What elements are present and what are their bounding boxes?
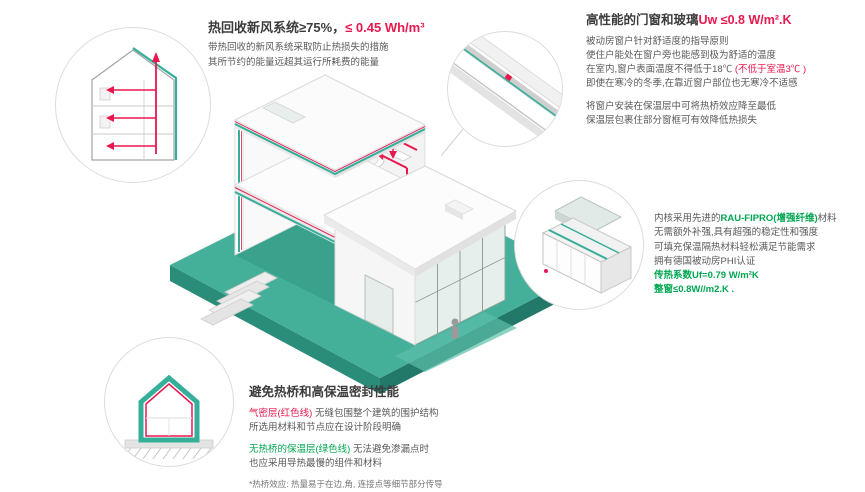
insulation-line [234,123,426,176]
isometric-house [170,74,580,394]
airtight-outline-red [145,383,193,437]
rooftop-unit-side [445,205,463,220]
window-profile-illustration [541,196,633,294]
airflow-arrow [106,114,114,122]
thermal-line-1: 气密层(红色线) 无缝包围整个建筑的围护结构 [249,407,443,421]
frame-bar [448,32,562,127]
person-figure [451,326,459,339]
section-outline [91,49,175,161]
thermal-line-1-dark: 无缝包围整个建筑的围护结构 [312,407,439,419]
hrv-cross-section-illustration [91,47,178,161]
windows-line-5: 将窗户安装在保温层中可将热桥效应降至最低 [586,100,777,112]
connector-line-window-detail [440,128,464,157]
vent-arrow [389,151,397,159]
detail-circle-profile [514,180,644,310]
windows-line-6: 保温层包裹住部分窗框可有效降低热损失 [586,114,758,126]
platform-side-left [170,265,380,394]
skylight [262,101,306,124]
windows-line-3-red: (不低于室温3℃ ) [734,64,807,76]
windows-line-2: 使住户能处在窗户旁也能感到极为舒适的温度 [586,49,777,61]
insulation-outline-green [138,374,200,443]
airtight-line [234,121,426,172]
gasket-line [560,223,620,254]
thermal-footnote: *热桥效应: 热量易于在边,角, 连接点等细节部分传导 [249,478,443,489]
wing-roof-edge [324,215,415,277]
profile-side-face [600,246,632,294]
thermal-line-3: 无热桥的保温层(绿色线) 无法避免渗漏点时 [249,443,443,457]
frame-line [448,51,562,143]
spacer [249,435,443,443]
window-corner-illustration [448,32,562,146]
airflow-arrow [106,86,114,94]
thermal-text-block: 避免热桥和高保温密封性能 气密层(红色线) 无缝包围整个建筑的围护结构 所选用材… [249,385,443,490]
hrv-title-value: ≤ 0.45 Wh/m³ [345,20,425,35]
vent-duct-branch [380,154,408,169]
insulation-envelope-illustration [112,374,214,460]
thermal-line-3-dark: 无法避免渗漏点时 [350,444,429,456]
profile-line-1-material: RAU-FIPRO(增强纤维) [720,213,818,224]
profile-line-4: 拥有德国被动房PHI认证 [654,255,756,267]
windows-title-dark: 高性能的门窗和玻璃 [586,13,699,27]
person-figure [451,318,459,326]
windows-text-block: 高性能的门窗和玻璃Uw ≤0.8 W/m².K 被动房窗户针对舒适度的指导原则 … [586,13,860,128]
hrv-title: 热回收新风系统≥75%，≤ 0.45 Wh/m³ [208,20,425,36]
profile-line-1-dark: 内核采用先进的 [654,213,721,224]
wing-roof-edge [415,211,516,277]
profile-uw-value: 整窗≤0.8W//m2.K . [654,284,735,296]
thermal-line-2: 所选用材料和节点应在设计阶段明确 [249,421,402,433]
platform-walkway [395,312,517,372]
gasket-line [548,229,608,260]
profile-uf-value: 传热系数Uf=0.79 W/m²K [654,270,759,281]
profile-text-block: 内核采用先进的RAU-FIPRO(增强纤维)材料 无需额外补强,具有超强的稳定性… [654,212,860,298]
windows-line-1: 被动房窗户针对舒适度的指导原则 [586,35,729,47]
detail-circle-envelope [104,337,234,467]
window [99,87,111,101]
window [99,115,111,129]
glazing-pane [452,32,562,122]
seal-marker [544,269,548,273]
profile-line-2: 无需额外补强,具有超强的稳定性和强度 [654,227,819,239]
detail-circle-hrv [55,27,211,183]
detail-circle-window-corner [447,31,563,147]
exhaust-arrow [152,52,160,62]
windows-line-3-dark: 在室内,窗户表面温度不得低于18℃ [586,64,735,76]
windows-title-value: Uw ≤0.8 W/m².K [698,13,792,27]
spacer [586,92,860,100]
hrv-text-block: 热回收新风系统≥75%，≤ 0.45 Wh/m³ 带热回收的新风系统采取防止热损… [208,20,425,70]
windows-line-4: 即使在寒冷的冬季,在靠近窗户部位也无寒冷不适感 [586,78,798,90]
stair-step [200,298,254,326]
profile-line-3: 可填充保温隔热材料轻松满足节能需求 [654,241,816,253]
hrv-title-dark: 热回收新风系统≥75%， [208,20,346,35]
thermal-line-4: 也应采用导热最慢的组件和材料 [249,458,383,470]
hrv-line-1: 带热回收的新风系统采取防止热损失的措施 [208,42,389,54]
thermal-break-marker [504,73,513,82]
transom [414,257,506,303]
insulation-line [132,47,178,160]
hrv-line-2: 其所节约的能量远超其运行所耗费的能量 [208,56,380,68]
entrance-door [364,274,394,335]
thermal-line-1-red: 气密层(红色线) [249,407,313,419]
thermal-title: 避免热桥和高保温密封性能 [249,385,400,399]
gasket-line [448,36,562,129]
windows-title: 高性能的门窗和玻璃Uw ≤0.8 W/m².K [586,13,860,29]
profile-line-1: 内核采用先进的RAU-FIPRO(增强纤维)材料 [654,212,860,226]
airflow-arrow [106,142,114,150]
windows-line-3: 在室内,窗户表面温度不得低于18℃ (不低于室温3℃ ) [586,63,860,77]
profile-line-1-dark2: 材料 [817,213,837,224]
frame-base [448,52,561,146]
thermal-line-3-green: 无热桥的保温层(绿色线) [249,444,351,456]
